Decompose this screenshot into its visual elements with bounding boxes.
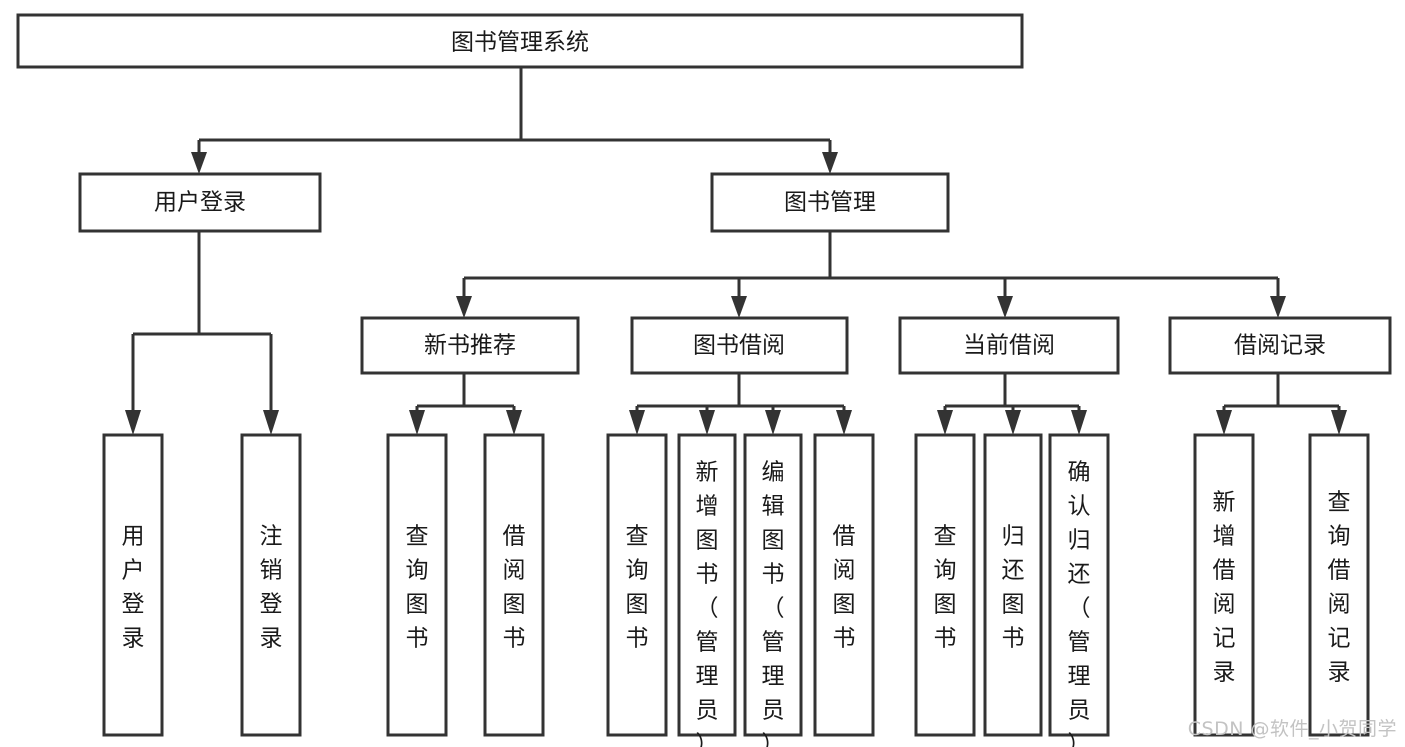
leaf-node-label: 新增图书（管理员）	[696, 460, 719, 747]
leaf-node-leaf-query-book-3[interactable]: 查询图书	[914, 433, 976, 737]
leaf-node-label: 编辑图书（管理员）	[762, 460, 785, 747]
leaf-node-leaf-logout[interactable]: 注销登录	[240, 433, 302, 737]
node-borrow-record-label: 借阅记录	[1234, 333, 1326, 359]
node-book-borrow-box[interactable]	[630, 316, 849, 375]
node-new-book-rec-label: 新书推荐	[424, 333, 516, 359]
leaf-node-box[interactable]	[813, 433, 875, 737]
arrow-head-new-book-rec	[456, 296, 472, 318]
edge-group-user-login-to-leaves	[125, 231, 279, 435]
leaf-node-leaf-confirm-return[interactable]: 确认归还（管理员）	[1048, 433, 1110, 747]
arrow-head-book-manage	[822, 152, 838, 174]
node-root[interactable]: 图书管理系统	[16, 13, 1024, 69]
leaf-node-box[interactable]	[483, 433, 545, 737]
leaf-node-leaf-query-book-1[interactable]: 查询图书	[386, 433, 448, 737]
node-current-borrow[interactable]: 当前借阅	[898, 316, 1120, 375]
leaf-node-label: 查询图书	[934, 524, 957, 652]
leaf-node-label: 确认归还（管理员）	[1068, 460, 1091, 747]
leaf-node-box[interactable]	[386, 433, 448, 737]
arrow-head-leaf-borrow-book-1	[506, 410, 522, 435]
arrow-head-user-login	[191, 152, 207, 174]
leaf-node-box[interactable]	[677, 433, 737, 737]
leaf-node-leaf-user-login[interactable]: 用户登录	[102, 433, 164, 737]
leaf-node-box[interactable]	[606, 433, 668, 737]
leaf-node-box[interactable]	[1193, 433, 1255, 737]
edge-group-root-to-level2	[191, 67, 838, 174]
leaf-node-label: 新增借阅记录	[1213, 490, 1236, 686]
node-root-label: 图书管理系统	[451, 30, 589, 56]
arrow-head-leaf-add-book	[699, 410, 715, 435]
node-root-box[interactable]	[16, 13, 1024, 69]
arrow-head-book-borrow	[731, 296, 747, 318]
leaf-node-leaf-borrow-book-2[interactable]: 借阅图书	[813, 433, 875, 737]
node-current-borrow-label: 当前借阅	[963, 333, 1055, 359]
leaf-node-box[interactable]	[914, 433, 976, 737]
arrow-head-leaf-user-login	[125, 410, 141, 435]
leaf-node-label: 查询图书	[406, 524, 429, 652]
edge-group-current-borrow-to-leaves	[937, 373, 1087, 435]
leaf-node-box[interactable]	[983, 433, 1043, 737]
arrow-head-leaf-query-book-3	[937, 410, 953, 435]
leaf-node-leaf-borrow-book-1[interactable]: 借阅图书	[483, 433, 545, 737]
edge-group-new-book-rec-to-leaves	[409, 373, 522, 435]
node-book-manage-label: 图书管理	[784, 190, 876, 216]
edge-group-book-manage-to-level3	[456, 231, 1286, 318]
leaf-node-box[interactable]	[240, 433, 302, 737]
leaf-node-leaf-edit-book[interactable]: 编辑图书（管理员）	[743, 433, 803, 747]
arrow-head-leaf-logout	[263, 410, 279, 435]
node-book-borrow-label: 图书借阅	[693, 333, 785, 359]
leaf-node-label: 用户登录	[122, 524, 145, 652]
leaf-node-leaf-add-record[interactable]: 新增借阅记录	[1193, 433, 1255, 737]
node-borrow-record-box[interactable]	[1168, 316, 1392, 375]
leaf-node-box[interactable]	[1308, 433, 1370, 737]
leaf-node-label: 查询借阅记录	[1328, 490, 1351, 686]
arrow-head-leaf-return-book	[1005, 410, 1021, 435]
arrow-head-leaf-confirm-return	[1071, 410, 1087, 435]
leaf-node-leaf-add-book[interactable]: 新增图书（管理员）	[677, 433, 737, 747]
arrow-head-leaf-borrow-book-2	[836, 410, 852, 435]
node-user-login-label: 用户登录	[154, 190, 246, 216]
node-book-manage-box[interactable]	[710, 172, 950, 233]
arrow-head-leaf-add-record	[1216, 410, 1232, 435]
arrow-head-leaf-query-book-2	[629, 410, 645, 435]
arrow-head-leaf-query-record	[1331, 410, 1347, 435]
leaf-node-label: 借阅图书	[503, 524, 526, 652]
leaf-node-label: 归还图书	[1002, 524, 1025, 652]
node-book-manage[interactable]: 图书管理	[710, 172, 950, 233]
leaf-node-box[interactable]	[743, 433, 803, 737]
node-book-borrow[interactable]: 图书借阅	[630, 316, 849, 375]
node-borrow-record[interactable]: 借阅记录	[1168, 316, 1392, 375]
node-new-book-rec[interactable]: 新书推荐	[360, 316, 580, 375]
leaf-node-label: 查询图书	[626, 524, 649, 652]
arrow-head-borrow-record	[1270, 296, 1286, 318]
arrow-head-leaf-query-book-1	[409, 410, 425, 435]
edge-group-borrow-record-to-leaves	[1216, 373, 1347, 435]
node-user-login-box[interactable]	[78, 172, 322, 233]
leaf-node-box[interactable]	[1048, 433, 1110, 737]
leaf-node-group: 用户登录 注销登录 查询图书 借阅图书 查询图书 新增图书（管理员） 编辑图书（管理员） 借阅…	[102, 433, 1370, 747]
leaf-node-box[interactable]	[102, 433, 164, 737]
node-current-borrow-box[interactable]	[898, 316, 1120, 375]
leaf-node-label: 注销登录	[260, 524, 283, 652]
leaf-node-leaf-return-book[interactable]: 归还图书	[983, 433, 1043, 737]
leaf-node-label: 借阅图书	[833, 524, 856, 652]
arrow-head-current-borrow	[997, 296, 1013, 318]
edge-group-book-borrow-to-leaves	[629, 373, 852, 435]
arrow-head-leaf-edit-book	[765, 410, 781, 435]
node-user-login[interactable]: 用户登录	[78, 172, 322, 233]
node-new-book-rec-box[interactable]	[360, 316, 580, 375]
leaf-node-leaf-query-book-2[interactable]: 查询图书	[606, 433, 668, 737]
leaf-node-leaf-query-record[interactable]: 查询借阅记录	[1308, 433, 1370, 737]
